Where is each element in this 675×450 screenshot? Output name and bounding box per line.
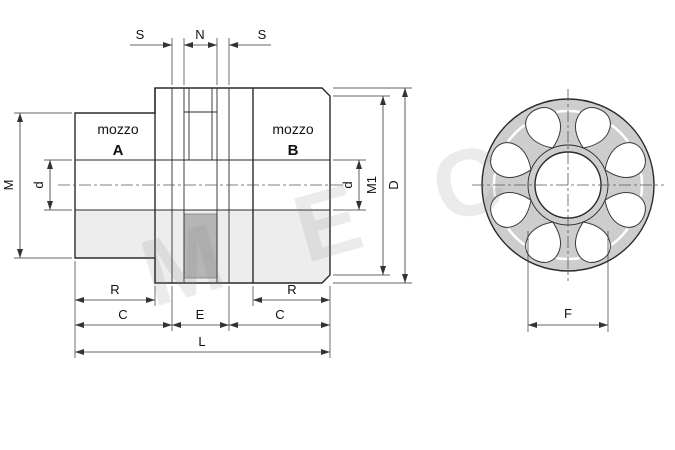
- tooth-relief: [610, 227, 629, 246]
- dim-label-m1: M1: [364, 176, 379, 194]
- petal-cutout: [490, 142, 532, 179]
- petal-cutout: [490, 191, 532, 228]
- dim-label-s-right: S: [258, 27, 267, 42]
- dim-label-r-left: R: [110, 282, 119, 297]
- elastomer-section-fill: [183, 213, 218, 279]
- dim-label-n: N: [195, 27, 204, 42]
- dim-label-f: F: [564, 306, 572, 321]
- coupling-outline: [58, 87, 346, 284]
- petal-cutout: [604, 142, 646, 179]
- dim-left-m-d: M d: [1, 112, 72, 259]
- petal-cutout: [525, 107, 562, 149]
- dim-label-c-left: C: [118, 307, 127, 322]
- petal-cutout: [574, 107, 611, 149]
- dim-label-c-right: C: [275, 307, 284, 322]
- petal-cutout: [525, 221, 562, 263]
- spider-petal-cutouts: [490, 107, 646, 263]
- hub-b-word: mozzo: [272, 121, 313, 137]
- watermark-text: MEC: [130, 101, 593, 327]
- dim-label-d-left: d: [31, 181, 46, 188]
- hub-labels: mozzo A mozzo B: [97, 121, 313, 159]
- hub-b-letter: B: [288, 142, 299, 159]
- dim-label-m: M: [1, 180, 16, 191]
- section-fills: [75, 210, 330, 283]
- tooth-relief: [507, 227, 526, 246]
- dim-top-s-n-s: S N S: [130, 27, 271, 85]
- hub-a-letter: A: [113, 142, 124, 159]
- dim-label-s-left: S: [136, 27, 145, 42]
- dim-label-outer-d: D: [386, 180, 401, 189]
- dim-label-e: E: [196, 307, 205, 322]
- tooth-relief: [507, 124, 526, 143]
- petal-cutout: [604, 191, 646, 228]
- dim-right-d-m1-d: d M1 D: [333, 87, 412, 284]
- tooth-relief: [610, 124, 629, 143]
- dim-f: F: [527, 231, 609, 332]
- petal-cutout: [574, 221, 611, 263]
- hub-a-word: mozzo: [97, 121, 138, 137]
- dim-bottom-r-c-e-l: R R C E C L: [74, 261, 331, 358]
- spider-view: F: [472, 89, 664, 332]
- section-view: mozzo A mozzo B S N S M d: [1, 27, 412, 358]
- dim-label-d-right: d: [340, 181, 355, 188]
- dim-label-l: L: [198, 334, 205, 349]
- dim-label-r-right: R: [287, 282, 296, 297]
